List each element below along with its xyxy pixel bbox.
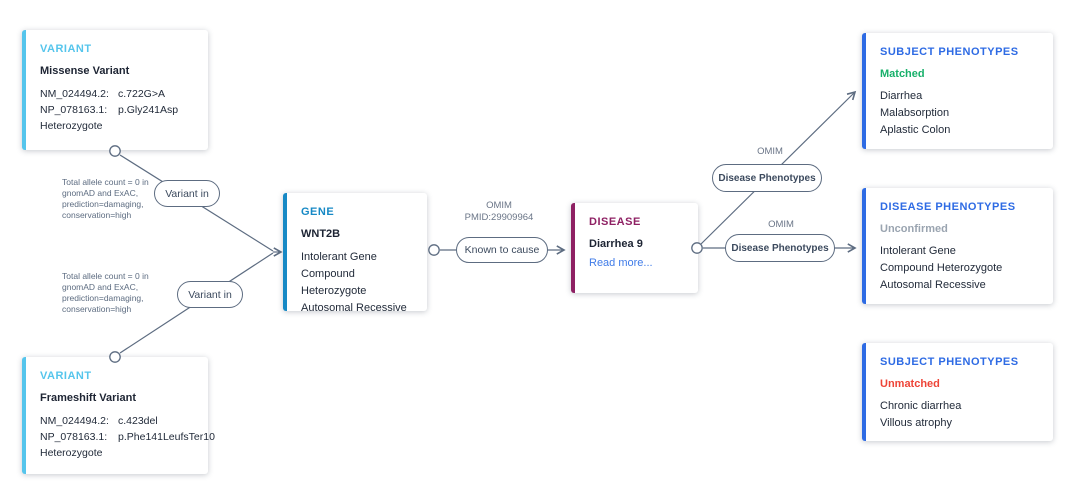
node-type-label: SUBJECT PHENOTYPES xyxy=(880,46,1019,58)
gene-attribute: Intolerant Gene xyxy=(301,251,377,263)
pmid-label: PMID:29909964 xyxy=(464,212,534,223)
node-type-label: VARIANT xyxy=(40,370,92,382)
phenotype-item: Autosomal Recessive xyxy=(880,279,986,291)
node-type-label: DISEASE PHENOTYPES xyxy=(880,201,1016,213)
edge-pill-known-to-cause[interactable]: Known to cause xyxy=(456,237,548,263)
zygosity-label: Heterozygote xyxy=(40,447,103,459)
match-status-label: Unmatched xyxy=(880,378,940,390)
node-type-label: VARIANT xyxy=(40,43,92,55)
variant-name: Missense Variant xyxy=(40,65,130,77)
phenotype-item: Aplastic Colon xyxy=(880,124,951,136)
edge-pill-disease-phenotypes-lower[interactable]: Disease Phenotypes xyxy=(725,234,835,262)
edge-source-label-omim-lower: OMIM xyxy=(768,219,794,230)
gene-attribute: Autosomal Recessive xyxy=(301,302,407,314)
variant-name: Frameshift Variant xyxy=(40,392,136,404)
phenotype-item: Chronic diarrhea xyxy=(880,400,962,412)
subject-phenotypes-unmatched-node[interactable]: SUBJECT PHENOTYPES Unmatched Chronic dia… xyxy=(862,343,1053,441)
disease-node[interactable]: DISEASE Diarrhea 9 Read more... xyxy=(571,203,698,293)
zygosity-label: Heterozygote xyxy=(40,120,103,132)
cdna-change: c.423del xyxy=(118,415,158,427)
protein-change: p.Phe141LeufsTer10 xyxy=(118,431,215,443)
variant-node-frameshift[interactable]: VARIANT Frameshift Variant NM_024494.2: … xyxy=(22,357,215,474)
edge-pill-variant-in-bottom[interactable]: Variant in xyxy=(177,281,243,308)
variant-node-missense[interactable]: VARIANT Missense Variant NM_024494.2: c.… xyxy=(22,30,208,150)
phenotype-item: Compound Heterozygote xyxy=(880,262,1003,274)
edge-source-label-omim-pmid: OMIM PMID:29909964 xyxy=(439,200,559,224)
transcript-id: NM_024494.2: xyxy=(40,88,109,100)
match-status-label: Unconfirmed xyxy=(880,223,948,235)
subject-phenotypes-matched-node[interactable]: SUBJECT PHENOTYPES Matched Diarrhea Mala… xyxy=(862,33,1053,149)
match-status-label: Matched xyxy=(880,68,925,80)
node-type-label: SUBJECT PHENOTYPES xyxy=(880,356,1019,368)
read-more-link[interactable]: Read more... xyxy=(589,257,653,269)
node-type-label: DISEASE xyxy=(589,216,641,228)
protein-change: p.Gly241Asp xyxy=(118,104,179,116)
phenotype-item: Diarrhea xyxy=(880,90,923,102)
node-type-label: GENE xyxy=(301,206,335,218)
gene-symbol: WNT2B xyxy=(301,228,341,240)
phenotype-item: Villous atrophy xyxy=(880,417,952,429)
edge-annotation-bottom: Total allele count = 0 in gnomAD and ExA… xyxy=(62,271,149,314)
edge-source-label-omim-upper: OMIM xyxy=(757,146,783,157)
phenotype-item: Intolerant Gene xyxy=(880,245,956,257)
disease-phenotypes-node[interactable]: DISEASE PHENOTYPES Unconfirmed Intoleran… xyxy=(862,188,1053,304)
gene-node[interactable]: GENE WNT2B Intolerant Gene Compound Hete… xyxy=(283,193,427,314)
connector-port-gene xyxy=(428,244,440,256)
protein-id: NP_078163.1: xyxy=(40,104,108,116)
edge-pill-variant-in-top[interactable]: Variant in xyxy=(154,180,220,207)
omim-label: OMIM xyxy=(486,200,512,211)
transcript-id: NM_024494.2: xyxy=(40,415,109,427)
cdna-change: c.722G>A xyxy=(118,88,165,100)
gene-attribute: Compound Heterozygote xyxy=(301,268,367,297)
phenotype-item: Malabsorption xyxy=(880,107,950,119)
protein-id: NP_078163.1: xyxy=(40,431,108,443)
edge-pill-disease-phenotypes-upper[interactable]: Disease Phenotypes xyxy=(712,164,822,192)
disease-name: Diarrhea 9 xyxy=(589,238,643,250)
